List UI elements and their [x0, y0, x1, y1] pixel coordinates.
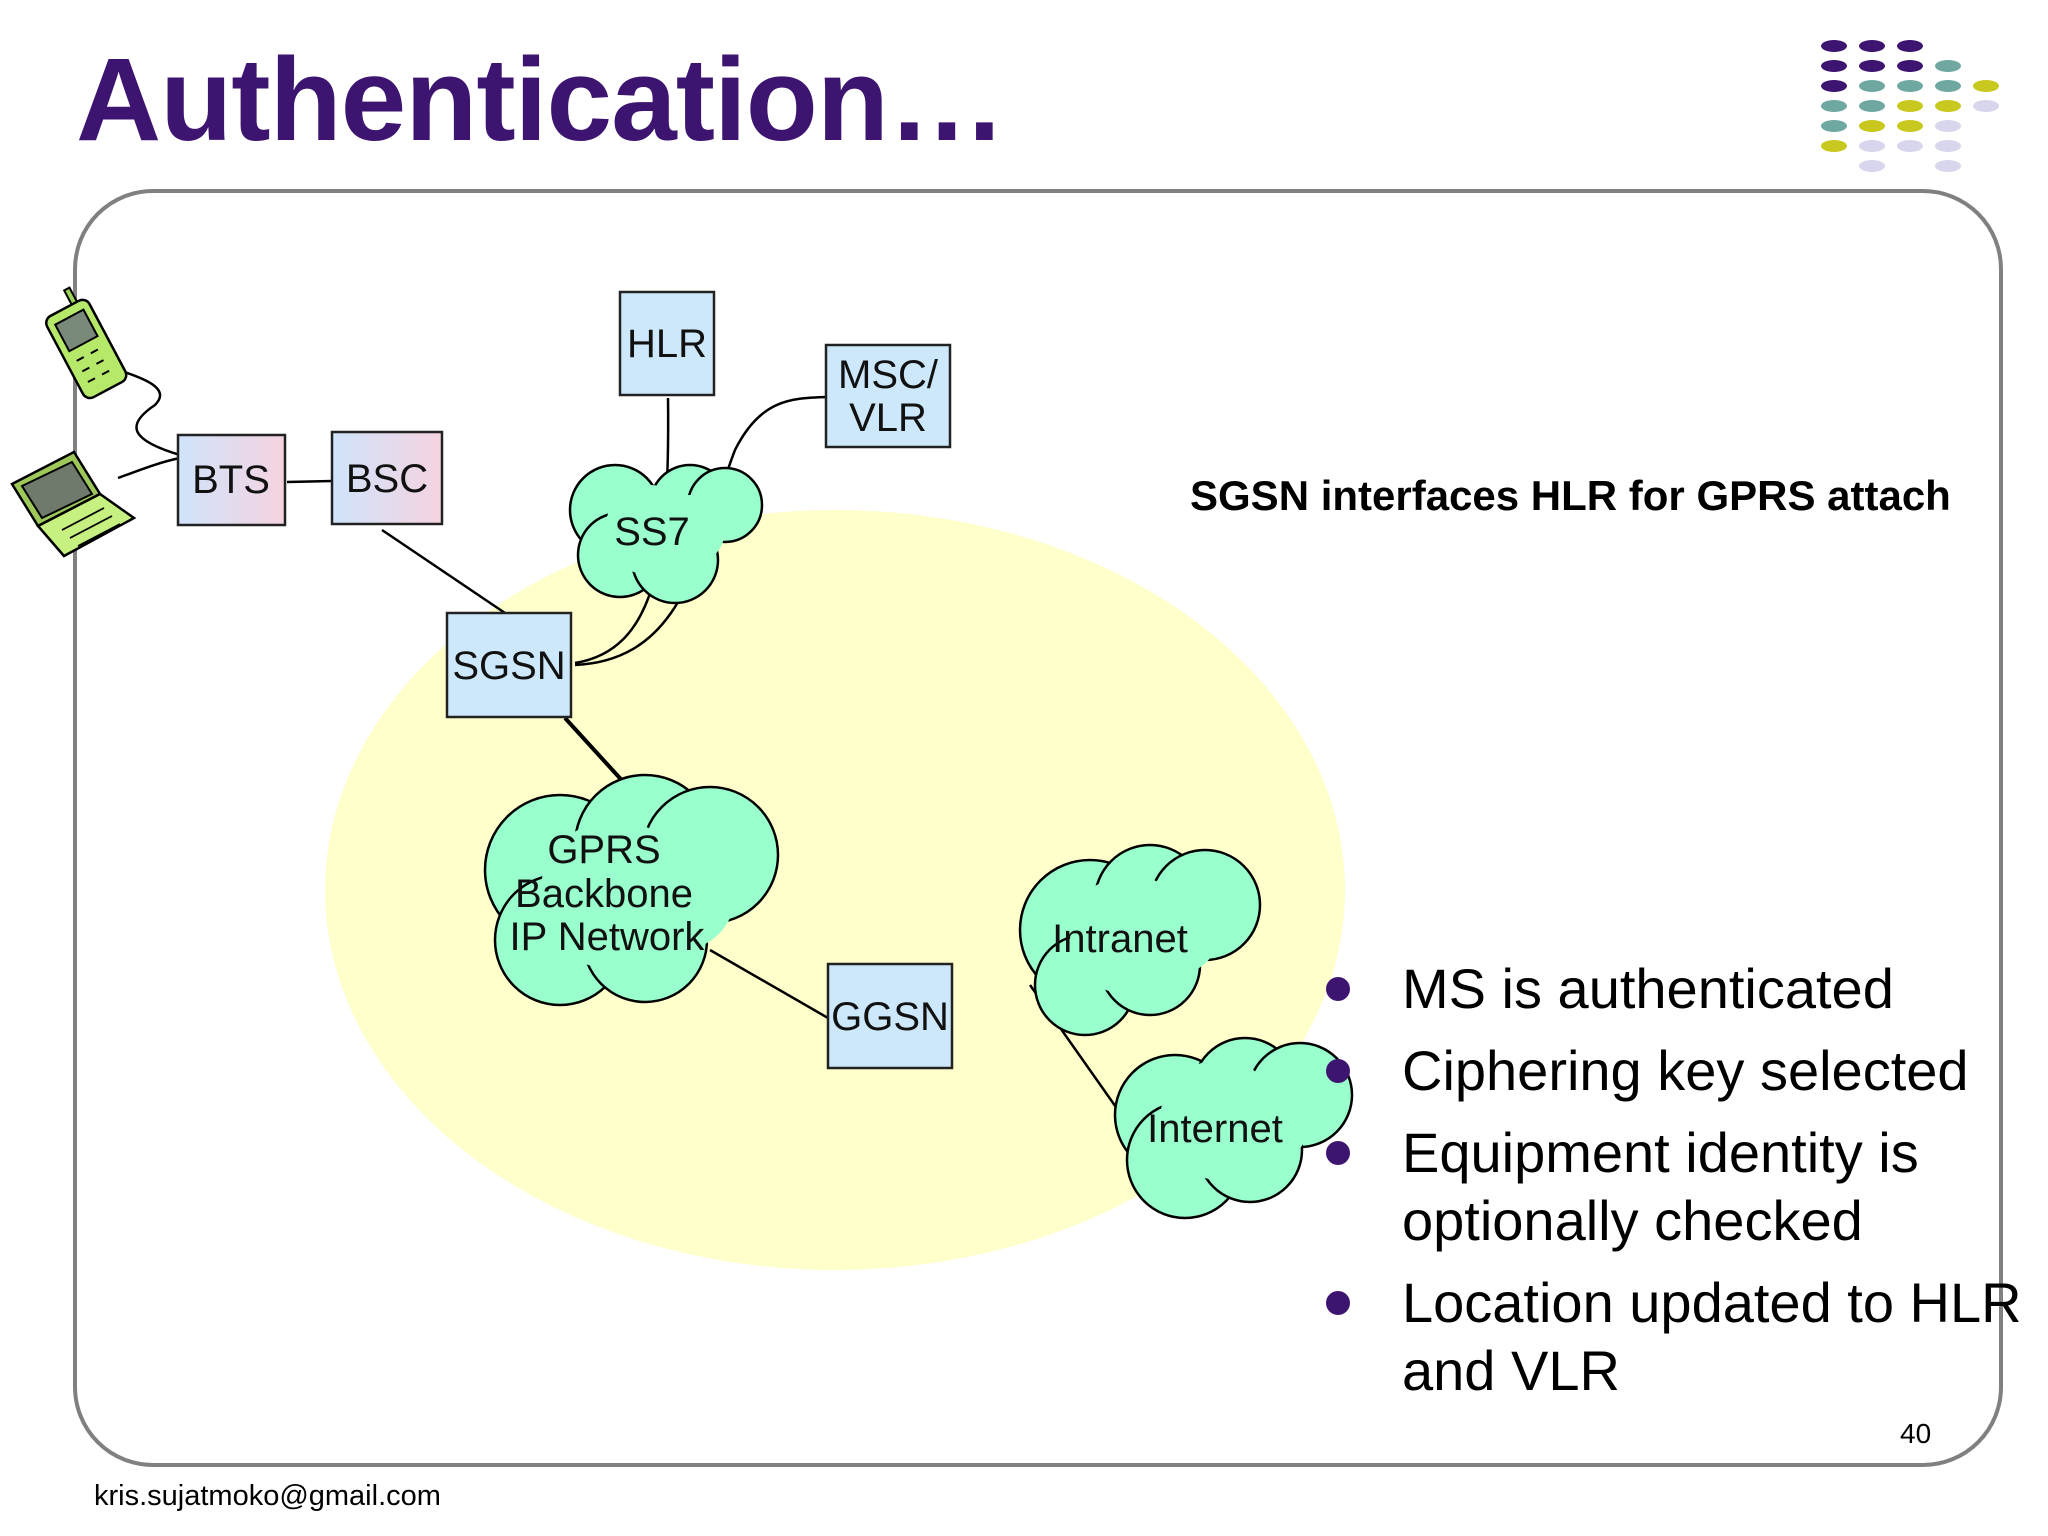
footer-email: kris.sujatmoko@gmail.com	[94, 1480, 441, 1512]
sgsn-label: SGSN	[452, 644, 565, 688]
slide-title: Authentication…	[76, 34, 1006, 166]
internet-label: Internet	[1147, 1107, 1283, 1151]
gprs-backbone-cloud	[483, 773, 780, 1007]
link-sgsn-gprs-backbone	[563, 716, 630, 789]
ss7-cloud	[568, 463, 764, 605]
bullet-item: Location updated to HLR and VLR	[1320, 1269, 2040, 1405]
bullet-dot-icon	[1326, 1291, 1350, 1315]
intranet-label: Intranet	[1052, 917, 1188, 961]
bullet-text: MS is authenticated	[1402, 957, 1894, 1020]
hlr-node	[618, 290, 716, 397]
page-number: 40	[1900, 1418, 1932, 1449]
sgsn-node	[445, 611, 573, 719]
bullet-dot-icon	[1326, 977, 1350, 1001]
laptop-icon	[10, 450, 137, 558]
bullet-text: Ciphering key selected	[1402, 1039, 1969, 1102]
bullet-item: MS is authenticated	[1320, 955, 2040, 1023]
content-panel	[73, 189, 2003, 1467]
bullet-dot-icon	[1326, 1141, 1350, 1165]
ggsn-node	[826, 962, 954, 1070]
gprs-backbone-label-line3: IP Network	[510, 915, 706, 959]
hlr-label: HLR	[627, 322, 707, 366]
link-backbone-ggsn	[709, 948, 829, 1020]
decorative-dot-grid-icon	[1821, 40, 1999, 172]
bullet-item: Equipment identity is optionally checked	[1320, 1119, 2040, 1255]
gprs-coverage-area	[325, 510, 1345, 1270]
mobile-phone-icon	[45, 286, 128, 400]
bullet-item: Ciphering key selected	[1320, 1037, 2040, 1105]
diagram-caption: SGSN interfaces HLR for GPRS attach	[1190, 472, 1951, 519]
bullet-text: Location updated to HLR and VLR	[1402, 1271, 2022, 1402]
link-bts-bsc	[286, 479, 333, 484]
link-bsc-sgsn	[381, 528, 506, 615]
bsc-node	[330, 430, 444, 526]
link-laptop-bts	[117, 456, 181, 480]
ss7-label: SS7	[614, 510, 690, 554]
gprs-backbone-label-line2: Backbone	[515, 872, 693, 916]
internet-cloud	[1113, 1036, 1354, 1220]
intranet-cloud	[1018, 843, 1262, 1037]
bts-label: BTS	[192, 458, 270, 502]
link-phone-bts	[117, 368, 181, 457]
bullet-list: MS is authenticated Ciphering key select…	[1320, 955, 2040, 1419]
bullet-dot-icon	[1326, 1059, 1350, 1083]
ggsn-label: GGSN	[831, 995, 949, 1039]
msc-vlr-label-line1: MSC/	[838, 353, 939, 397]
bts-node	[176, 433, 287, 527]
bullet-text: Equipment identity is optionally checked	[1402, 1121, 1919, 1252]
bsc-label: BSC	[346, 457, 428, 501]
gprs-backbone-label-line1: GPRS	[547, 828, 660, 872]
msc-vlr-node	[824, 343, 952, 449]
msc-vlr-label-line2: VLR	[849, 396, 927, 440]
